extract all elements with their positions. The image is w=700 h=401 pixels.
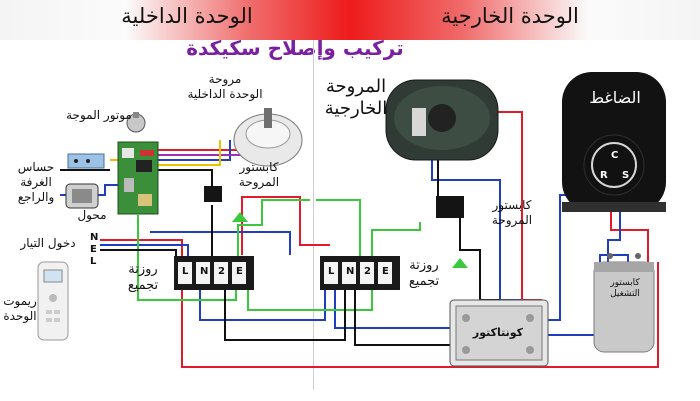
transformer xyxy=(65,183,99,209)
diagram-subtitle: تركيب وإصلاح سكيكدة xyxy=(186,36,404,60)
indoor-terminal-block xyxy=(174,256,254,290)
green-wires xyxy=(137,199,421,311)
indoor-block-terminal-L: L xyxy=(182,266,189,277)
swing-motor xyxy=(126,112,146,133)
contactor xyxy=(449,299,549,367)
power-terminal-E: E xyxy=(90,244,97,255)
contactor-label: كونتاكتور xyxy=(472,326,524,339)
compressor-terminal-C: C xyxy=(611,150,619,161)
indoor-fan-motor xyxy=(233,108,303,167)
compressor-terminal-R: R xyxy=(600,170,608,181)
outdoor-block-terminal-2: 2 xyxy=(364,266,371,277)
room-sensor xyxy=(67,153,105,169)
unit-divider xyxy=(313,40,314,390)
compressor xyxy=(562,72,666,212)
outdoor-fan-capacitor xyxy=(436,196,464,218)
indoor-terminal-block-label: روزتة تجميع xyxy=(127,262,159,294)
indoor-unit-title: الوحدة الداخلية xyxy=(121,4,253,28)
swing-motor-label: موتور الموجة xyxy=(66,108,132,122)
indoor-fan-label: مروحة الوحدة الداخلية xyxy=(187,72,263,101)
blue-wires xyxy=(100,130,629,345)
run-capacitor xyxy=(593,253,655,353)
indoor-block-terminal-N: N xyxy=(200,266,209,277)
remote-label: ريموت الوحدة xyxy=(3,294,37,323)
run-capacitor-label: كابستور التشغيل xyxy=(610,278,640,300)
compressor-terminal-S: S xyxy=(622,170,630,181)
control-board xyxy=(117,141,159,215)
outdoor-terminal-block xyxy=(320,256,400,290)
outdoor-terminal-block-label: روزتة تجميع xyxy=(408,258,440,290)
indoor-fan-capacitor-label: كابستور المروحة xyxy=(238,160,280,189)
power-terminal-L: L xyxy=(90,256,97,267)
indoor-block-terminal-2: 2 xyxy=(218,266,225,277)
outdoor-fan-capacitor-label: كابستور المروحة xyxy=(491,198,533,227)
outdoor-block-terminal-E: E xyxy=(382,266,389,277)
transformer-label: محول xyxy=(77,208,107,222)
header-banner xyxy=(0,0,700,40)
outdoor-unit-title: الوحدة الخارجية xyxy=(441,4,579,28)
indoor-fan-capacitor xyxy=(204,186,222,202)
power-input-label: دخول التيار xyxy=(20,236,76,250)
indoor-block-terminal-E: E xyxy=(236,266,243,277)
outdoor-fan-label: المروحة الخارجية xyxy=(324,76,388,119)
compressor-label: الضاغط xyxy=(589,88,641,107)
remote-control xyxy=(37,261,69,341)
room-sensor-label: حساس الغرفة والراجع xyxy=(17,160,55,204)
outdoor-block-terminal-N: N xyxy=(346,266,355,277)
green-arrow-icon xyxy=(232,212,468,268)
power-terminal-N: N xyxy=(90,232,99,243)
outdoor-fan-motor xyxy=(385,79,499,161)
outdoor-block-terminal-L: L xyxy=(328,266,335,277)
